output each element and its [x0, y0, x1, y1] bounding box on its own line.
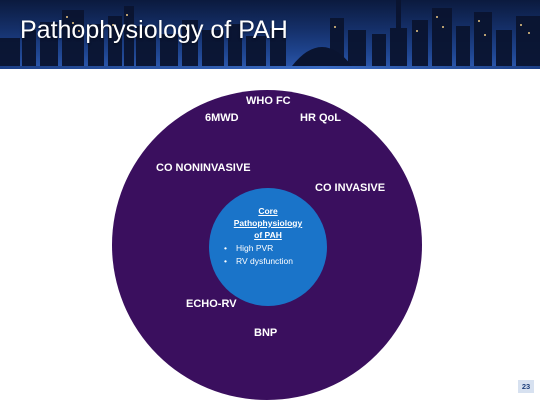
header-divider: [0, 66, 540, 69]
core-title-line: of PAH: [212, 229, 324, 241]
core-title: Core Pathophysiology of PAH: [212, 205, 324, 241]
metric-who-fc: WHO FC: [246, 95, 291, 108]
metric-echo-rv: ECHO-RV: [186, 298, 237, 311]
core-title-line: Core: [212, 205, 324, 217]
metric-co-noninvasive: CO NONINVASIVE: [156, 162, 251, 175]
slide-title: Pathophysiology of PAH: [20, 14, 288, 46]
metric-6mwd: 6MWD: [205, 112, 239, 125]
bullet-icon: •: [224, 242, 236, 255]
core-title-line: Pathophysiology: [212, 217, 324, 229]
page-number: 23: [518, 380, 534, 393]
core-bullet-text: RV dysfunction: [236, 256, 293, 266]
metric-hr-qol: HR QoL: [300, 112, 341, 125]
core-bullet-text: High PVR: [236, 243, 273, 253]
header-banner: Pathophysiology of PAH: [0, 0, 540, 66]
core-bullet-item: •High PVR: [224, 242, 293, 255]
bullet-icon: •: [224, 255, 236, 268]
core-bullet-item: •RV dysfunction: [224, 255, 293, 268]
metric-co-invasive: CO INVASIVE: [315, 182, 385, 195]
metric-bnp: BNP: [254, 327, 277, 340]
core-bullet-list: •High PVR •RV dysfunction: [224, 242, 293, 268]
